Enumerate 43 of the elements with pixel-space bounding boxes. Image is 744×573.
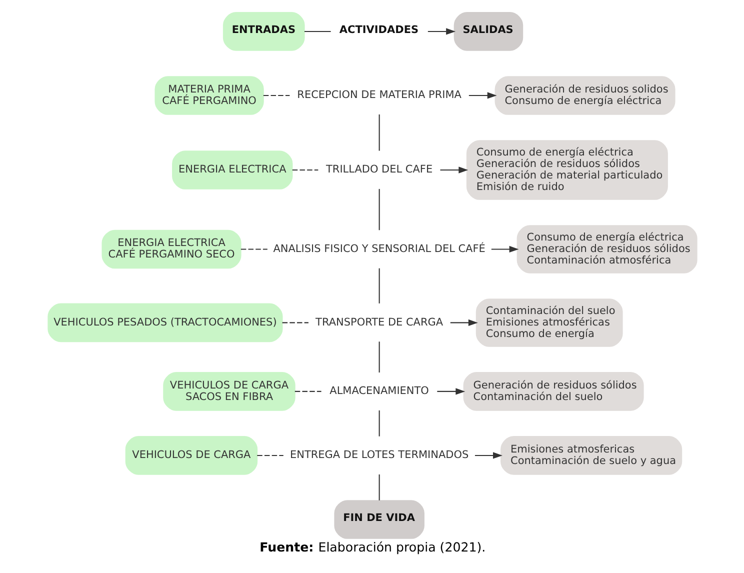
node-box: ENERGIA ELECTRICA CAFÉ PERGAMINO SECO xyxy=(101,230,241,269)
node-box: Consumo de energía eléctrica Generación de residuos sólidos Generación de material particulado Emisión de ruido xyxy=(466,140,668,200)
node-box: Consumo de energía eléctrica Generación de residuos sólidos Contaminación atmosférica xyxy=(516,225,697,274)
arrow xyxy=(450,319,478,326)
connector xyxy=(294,390,321,392)
node-box: Emisiones atmosfericas Contaminación de suelo y agua xyxy=(500,436,682,475)
node-box: VEHICULOS DE CARGA xyxy=(124,436,258,475)
node-text: RECEPCION DE MATERIA PRIMA xyxy=(296,89,461,102)
node-box: VEHICULOS DE CARGA SACOS EN FIBRA xyxy=(162,372,295,411)
connector xyxy=(378,268,380,304)
connector xyxy=(378,188,380,230)
node-text: ACTIVIDADES xyxy=(338,24,418,36)
connector xyxy=(378,342,380,372)
connector xyxy=(378,114,380,151)
arrow xyxy=(468,92,496,99)
node-text: TRANSPORTE DE CARGA xyxy=(315,316,443,328)
node-box: Generación de residuos sólidos Contaminación del suelo xyxy=(462,372,644,411)
arrow xyxy=(440,166,468,174)
connector xyxy=(240,248,267,250)
node-text: ALMACENAMIENTO xyxy=(329,385,428,398)
node-box: Contaminación del suelo Emisiones atmosféricas Consumo de energía xyxy=(475,298,622,347)
arrow xyxy=(427,28,456,35)
arrow xyxy=(474,452,502,459)
node-text: TRILLADO DEL CAFE xyxy=(326,164,432,176)
node-box: Generación de residuos solidos Consumo de energía eléctrica xyxy=(494,76,675,115)
connector xyxy=(282,322,308,324)
connector xyxy=(292,169,318,171)
node-box: MATERIA PRIMA CAFÉ PERGAMINO xyxy=(154,76,264,115)
node-text: ANALISIS FISICO Y SENSORIAL DEL CAFÉ xyxy=(272,242,485,255)
connector xyxy=(378,410,380,436)
connector xyxy=(378,474,380,500)
node-box: FIN DE VIDA xyxy=(334,500,424,539)
node-box: ENTRADAS xyxy=(222,12,304,51)
node-box: VEHICULOS PESADOS (TRACTOCAMIONES) xyxy=(47,303,282,342)
node-text: ENTREGA DE LOTES TERMINADOS xyxy=(290,449,468,462)
caption: Fuente: Elaboración propia (2021). xyxy=(259,540,486,555)
arrow xyxy=(436,388,465,395)
node-box: SALIDAS xyxy=(453,12,523,51)
arrow xyxy=(490,246,518,253)
connector xyxy=(256,454,283,456)
connector xyxy=(262,94,290,96)
node-box: ENERGIA ELECTRICA xyxy=(172,150,292,190)
connector xyxy=(304,30,330,32)
